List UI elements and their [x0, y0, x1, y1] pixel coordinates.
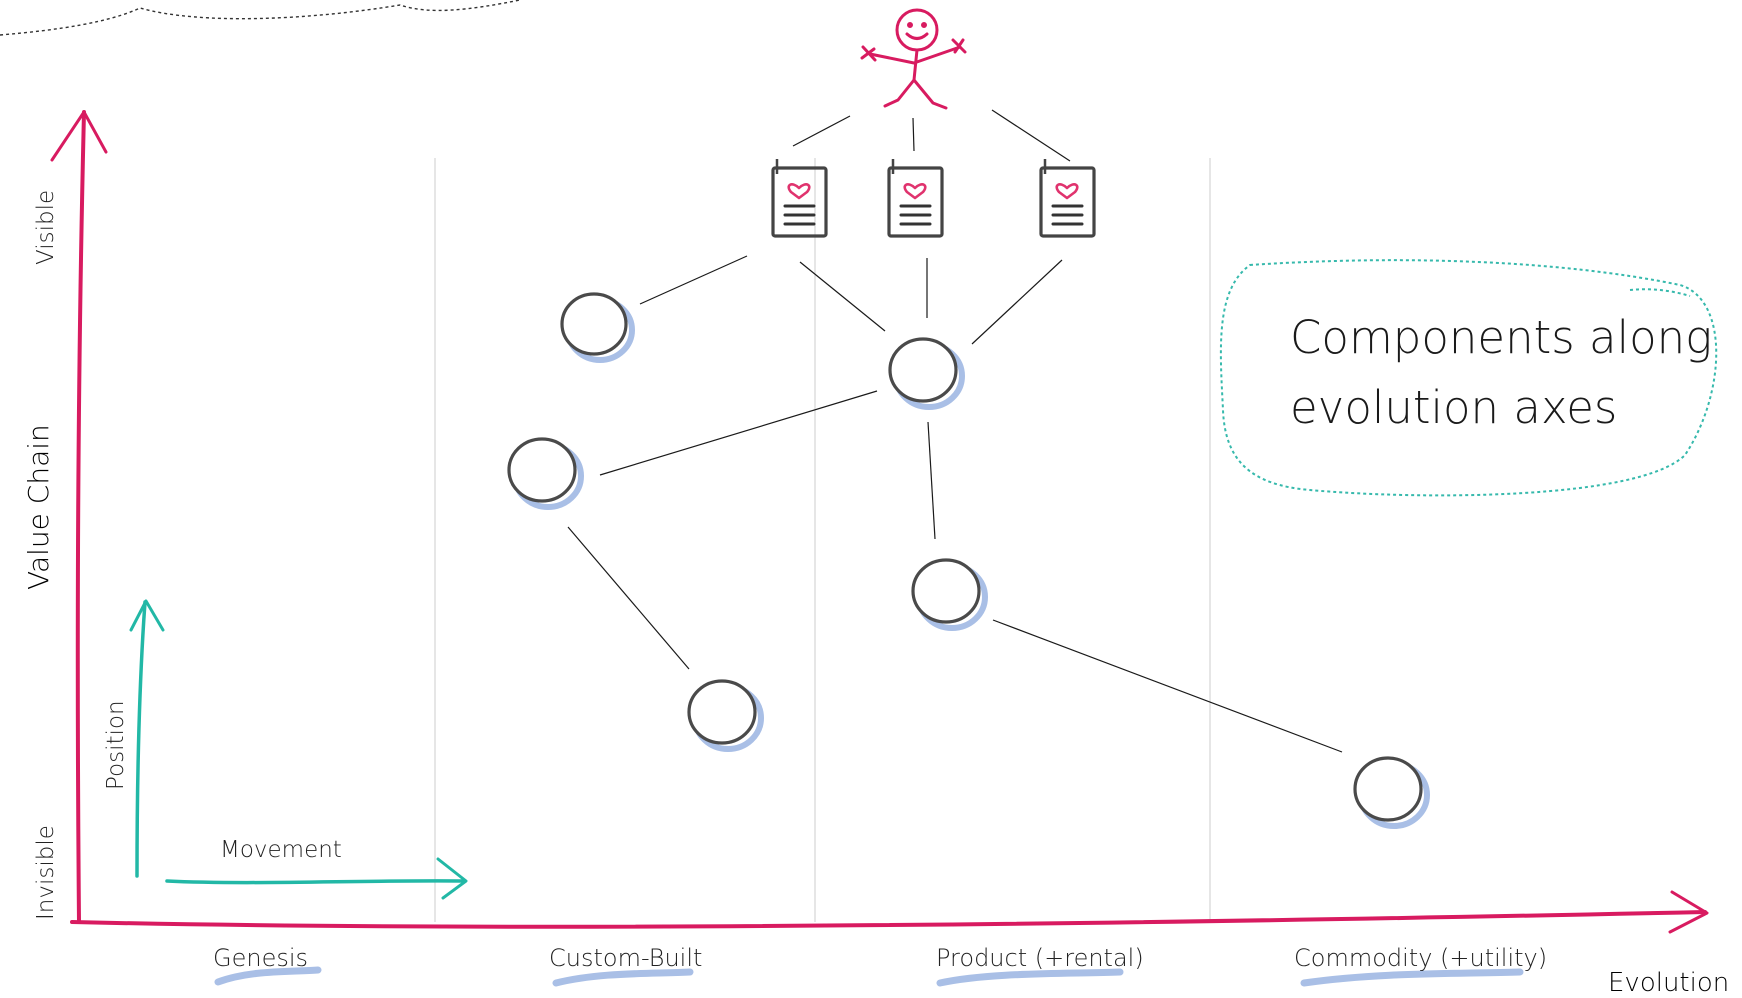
need-document-heart-icon [1039, 159, 1096, 238]
position-label: Position [103, 700, 129, 790]
component-node [911, 558, 988, 631]
stage-underline-commodity [1300, 968, 1524, 987]
movement-label: Movement [220, 837, 342, 863]
x-axis [70, 910, 1707, 929]
y-axis [75, 110, 86, 924]
stage-underline-genesis [214, 966, 322, 986]
top-dotted-border [0, 0, 521, 36]
stage-label-commodity: Commodity (+utility) [1294, 944, 1548, 972]
y-axis-bottom-label: Invisible [33, 825, 59, 920]
x-axis-arrowhead [1668, 890, 1709, 934]
movement-arrow [165, 879, 464, 885]
stage-label-genesis: Genesis [213, 944, 309, 972]
position-arrow [135, 600, 147, 878]
dependency-links [567, 109, 1343, 753]
y-axis-top-label: Visible [33, 189, 59, 265]
movement-arrowhead [436, 857, 468, 900]
stage-label-product: Product (+rental) [936, 944, 1144, 972]
component-node [560, 292, 635, 363]
y-axis-title: Value Chain [22, 424, 55, 590]
component-node [507, 437, 584, 510]
component-node [687, 679, 764, 752]
callout-text: Components along evolution axes [1290, 303, 1712, 443]
stage-underline-product [936, 968, 1124, 987]
position-arrowhead [129, 599, 165, 632]
callout-line-2: evolution axes [1290, 381, 1618, 434]
component-node [1353, 756, 1430, 829]
callout-cloud [1219, 259, 1718, 497]
stage-label-custom-built: Custom-Built [549, 944, 703, 972]
callout-line-1: Components along [1290, 311, 1713, 364]
need-document-heart-icon [887, 159, 944, 238]
y-axis-arrowhead [50, 110, 108, 162]
stick-figure-user-icon [860, 8, 967, 110]
stage-underline-custom-built [552, 968, 694, 987]
component-node [888, 337, 965, 410]
x-axis-title: Evolution [1608, 968, 1730, 998]
need-document-heart-icon [771, 159, 828, 238]
